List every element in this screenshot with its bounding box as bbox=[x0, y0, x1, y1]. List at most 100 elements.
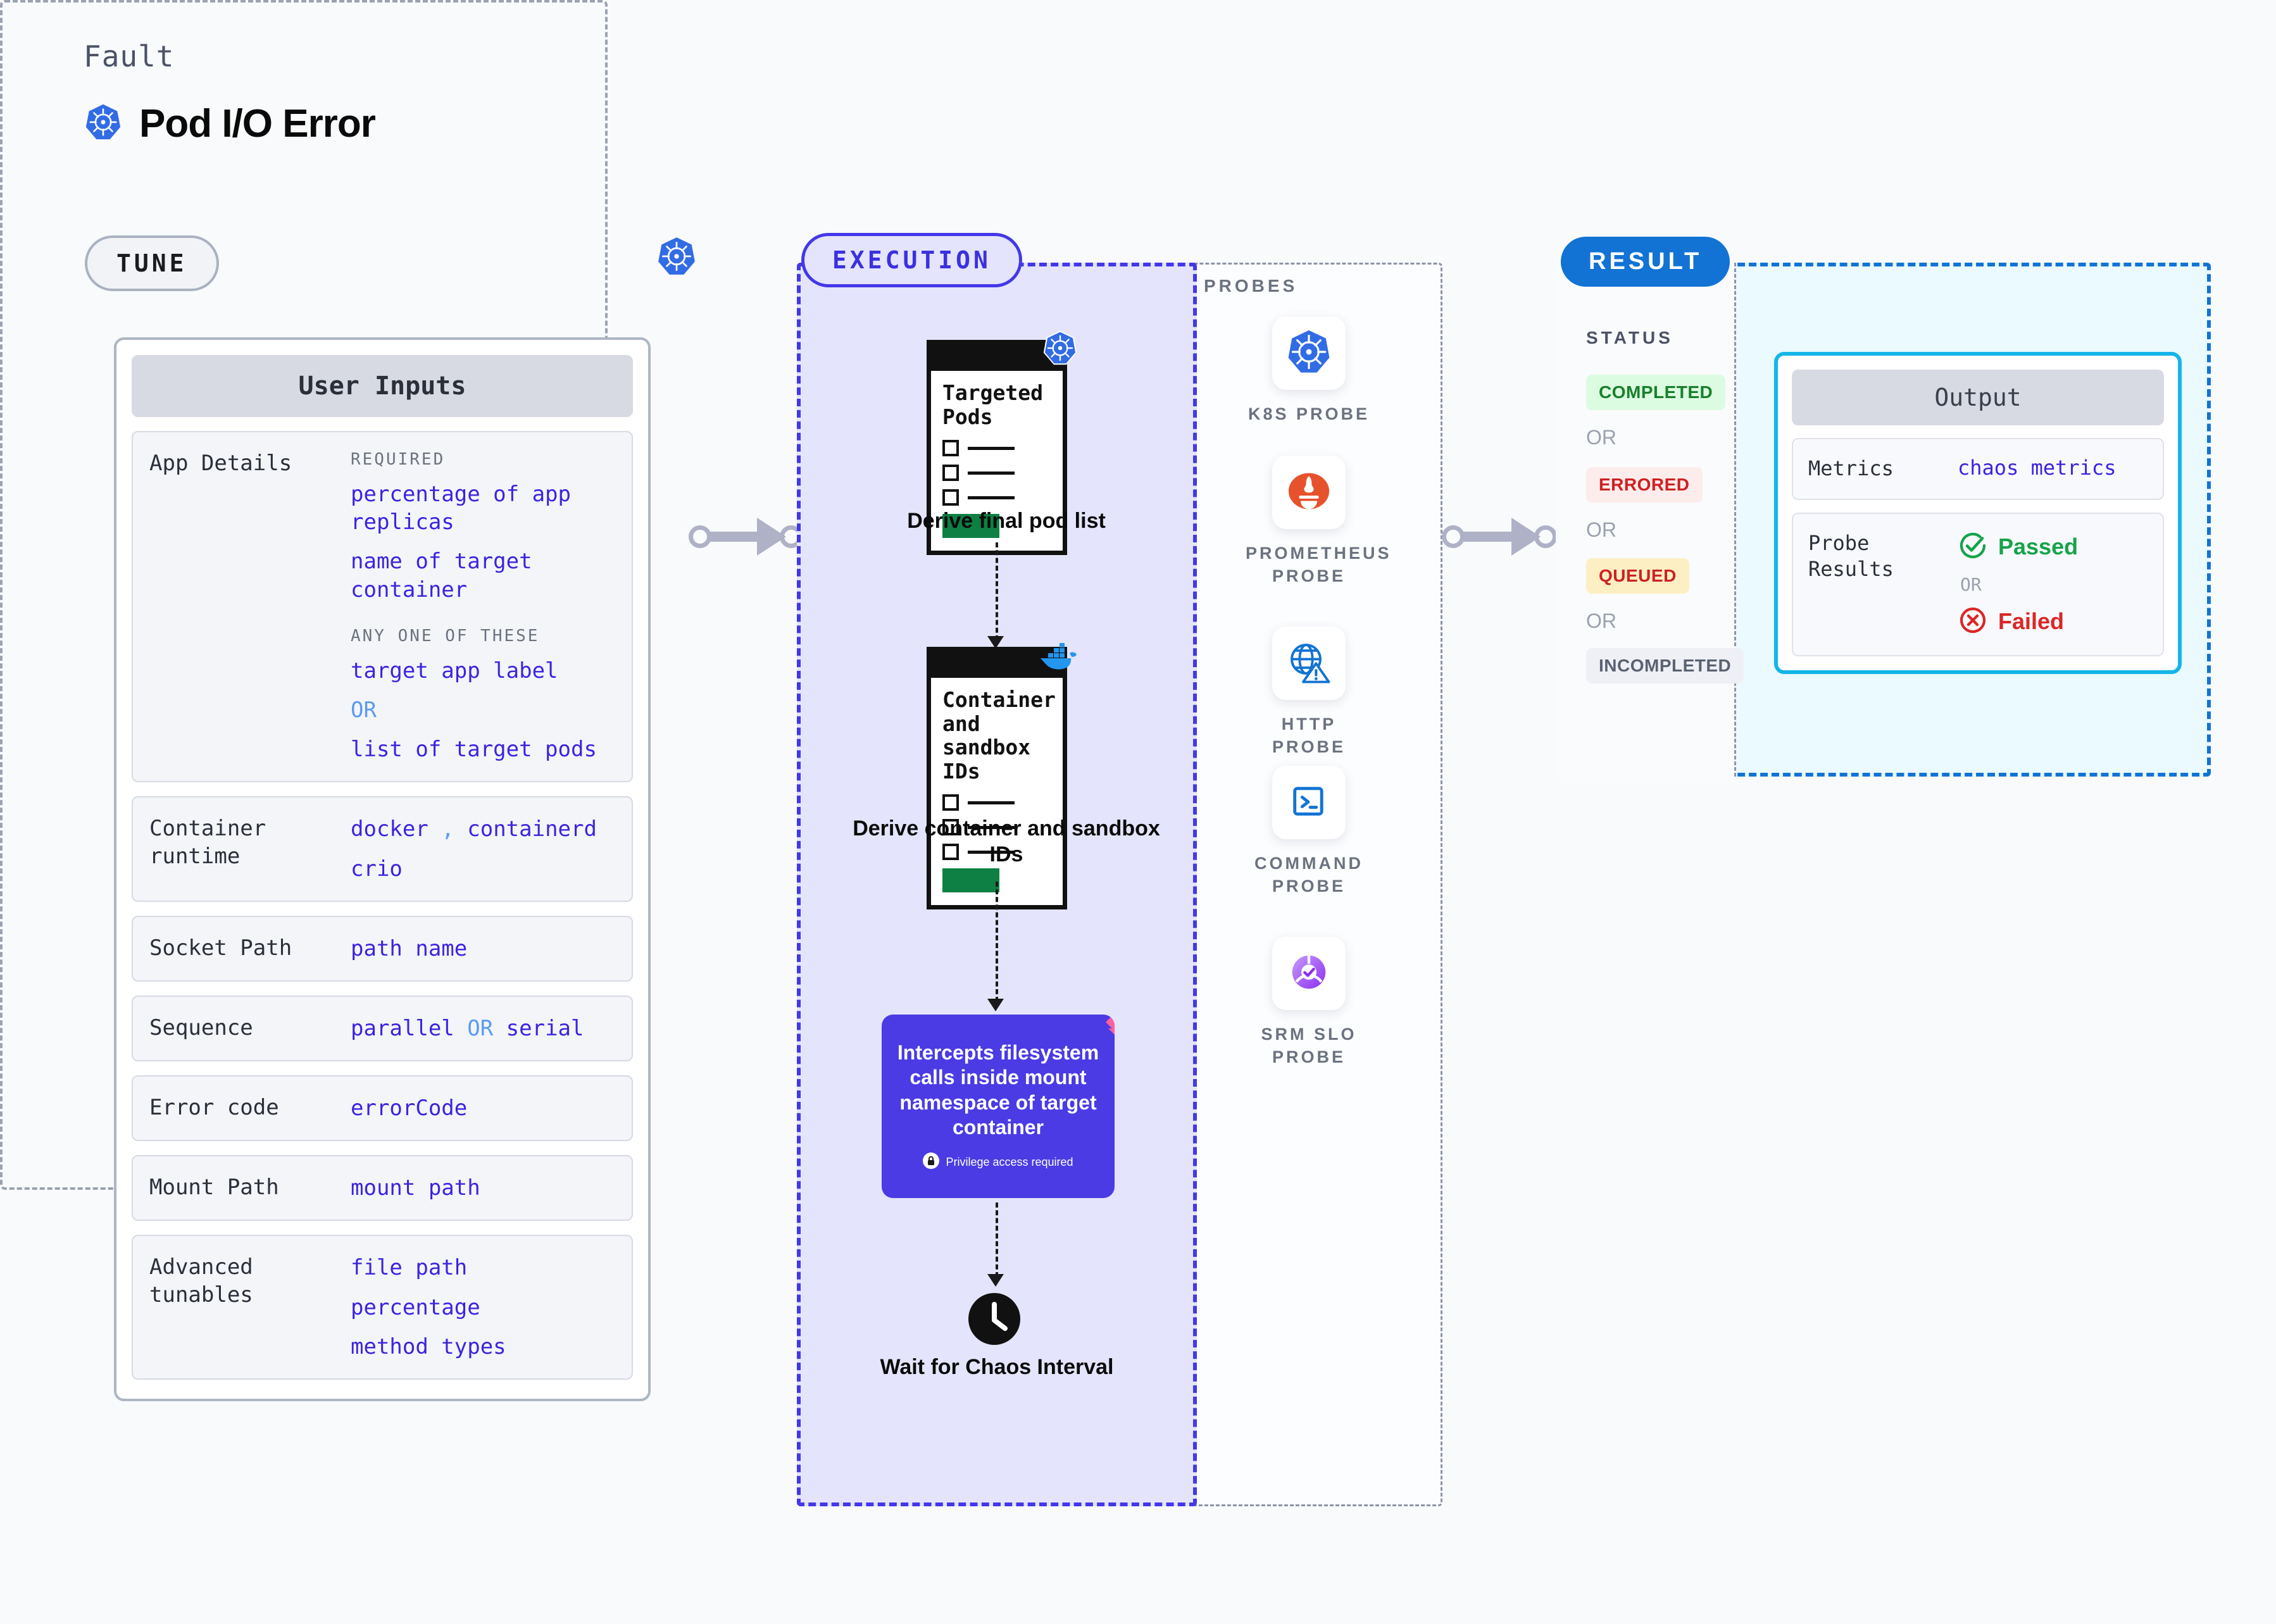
status-badge-errored: ERRORED bbox=[1586, 467, 1703, 503]
tunable-label: Error code bbox=[149, 1095, 279, 1121]
tunable-values: file path percentage method types bbox=[351, 1254, 615, 1361]
connector-execution-to-result bbox=[1442, 518, 1557, 556]
probe-label: HTTP PROBE bbox=[1272, 715, 1346, 757]
checkbox-icon bbox=[942, 465, 959, 482]
status-badge-completed: COMPLETED bbox=[1586, 375, 1726, 410]
probe-icon-card bbox=[1272, 456, 1346, 529]
flow-connector bbox=[996, 542, 998, 640]
tunable-value: method types bbox=[351, 1334, 506, 1359]
tunable-value: parallel OR serial bbox=[351, 1015, 584, 1041]
tunable-values: mount path bbox=[351, 1174, 615, 1202]
probe-result-values: Passed OR Failed bbox=[1958, 530, 2078, 639]
card-title: Container and sandbox IDs bbox=[942, 687, 1056, 784]
srm-slo-icon bbox=[1287, 950, 1331, 997]
tunable-value: crio bbox=[351, 856, 403, 882]
flow-arrowhead bbox=[987, 999, 1004, 1011]
checkbox-icon bbox=[942, 819, 959, 836]
checkbox-icon bbox=[942, 844, 959, 861]
flow-arrowhead bbox=[987, 1274, 1004, 1287]
tunable-label: Mount Path bbox=[149, 1175, 279, 1201]
probes-section-title: PROBES bbox=[1204, 276, 1298, 296]
group-caption-required: REQUIRED bbox=[351, 450, 446, 469]
checklist-item bbox=[942, 794, 1051, 811]
checkbox-icon bbox=[942, 489, 959, 506]
kubernetes-icon bbox=[1284, 327, 1334, 380]
progress-bar bbox=[942, 868, 999, 893]
tunable-row-advanced-tunables[interactable]: Advanced tunables file path percentage m… bbox=[132, 1235, 633, 1380]
probe-item-http[interactable]: HTTP PROBE bbox=[1246, 627, 1372, 759]
connector-tune-to-execution bbox=[689, 518, 803, 556]
result-badge: RESULT bbox=[1561, 237, 1730, 287]
flow-connector bbox=[996, 882, 998, 1002]
privilege-note: Privilege access required bbox=[923, 1152, 1073, 1172]
tunable-values: path name bbox=[351, 935, 615, 963]
probe-label: SRM SLO PROBE bbox=[1261, 1025, 1357, 1067]
status-badge-queued: QUEUED bbox=[1586, 558, 1689, 594]
tunable-label: Container runtime bbox=[149, 816, 266, 869]
tunable-values: errorCode bbox=[351, 1094, 615, 1122]
terminal-icon bbox=[1287, 780, 1330, 826]
tunable-row-sequence[interactable]: Sequence parallel OR serial bbox=[132, 995, 633, 1062]
flow-arrowhead bbox=[987, 636, 1004, 649]
kubernetes-icon bbox=[656, 235, 697, 280]
tunable-row-error-code[interactable]: Error code errorCode bbox=[132, 1075, 633, 1142]
prometheus-icon bbox=[1285, 467, 1333, 518]
lock-icon bbox=[923, 1152, 940, 1172]
container-sandbox-ids-card: Container and sandbox IDs bbox=[927, 647, 1067, 910]
tunable-value: errorCode bbox=[351, 1096, 468, 1121]
output-card: Output Metrics chaos metrics Probe Resul… bbox=[1774, 352, 2182, 674]
checklist-item bbox=[942, 844, 1051, 861]
tunable-or: OR bbox=[351, 697, 377, 723]
progress-bar bbox=[942, 514, 999, 539]
checkbox-icon bbox=[942, 440, 959, 457]
probe-label: K8S PROBE bbox=[1247, 404, 1370, 423]
step-caption-derive-container-ids: Derive container and sandbox IDs bbox=[853, 816, 1160, 867]
result-status-pane bbox=[1556, 263, 1736, 777]
intercept-info-box: Intercepts filesystem calls inside mount… bbox=[882, 1015, 1115, 1198]
tunable-values: parallel OR serial bbox=[351, 1015, 615, 1042]
user-inputs-title: User Inputs bbox=[132, 355, 633, 417]
probe-icon-card bbox=[1272, 766, 1346, 839]
tunable-row-socket-path[interactable]: Socket Path path name bbox=[132, 915, 633, 982]
clock-icon bbox=[968, 1293, 1020, 1348]
status-or: OR bbox=[1586, 426, 1616, 449]
probe-passed-label: Passed bbox=[1998, 534, 2079, 560]
tunable-value: percentage bbox=[351, 1294, 480, 1320]
x-circle-icon bbox=[1958, 605, 1988, 639]
probe-item-k8s[interactable]: K8S PROBE bbox=[1246, 316, 1372, 425]
tune-badge: TUNE bbox=[85, 235, 219, 291]
probe-item-srm-slo[interactable]: SRM SLO PROBE bbox=[1246, 937, 1372, 1069]
tunable-value: list of target pods bbox=[351, 737, 597, 763]
tunable-label: Socket Path bbox=[149, 935, 292, 961]
tunable-value: file path bbox=[351, 1255, 468, 1281]
privilege-text: Privilege access required bbox=[946, 1155, 1073, 1168]
output-row-probe-results: Probe Results Passed OR bbox=[1792, 512, 2164, 656]
execution-badge: EXECUTION bbox=[801, 233, 1022, 287]
tunable-value: name of target container bbox=[351, 549, 532, 603]
litmus-ribbon-icon bbox=[1102, 1015, 1115, 1035]
fault-title-row: Pod I/O Error bbox=[84, 101, 376, 146]
output-title: Output bbox=[1792, 370, 2164, 425]
card-title: Targeted Pods bbox=[942, 380, 1043, 429]
probe-item-command[interactable]: COMMAND PROBE bbox=[1246, 766, 1372, 898]
checklist-item bbox=[942, 819, 1051, 836]
checklist-item bbox=[942, 440, 1051, 457]
tunable-row-app-details[interactable]: App Details REQUIRED percentage of app r… bbox=[132, 431, 633, 783]
kubernetes-icon bbox=[1042, 330, 1079, 370]
status-or: OR bbox=[1586, 518, 1616, 541]
card-topbar bbox=[931, 651, 1063, 678]
probe-icon-card bbox=[1272, 937, 1346, 1010]
tunable-row-mount-path[interactable]: Mount Path mount path bbox=[132, 1155, 633, 1221]
tunable-value: path name bbox=[351, 935, 468, 961]
intercept-text: Intercepts filesystem calls inside mount… bbox=[897, 1041, 1099, 1139]
tunable-value: docker , containerd bbox=[351, 816, 597, 842]
status-badge-incompleted: INCOMPLETED bbox=[1586, 648, 1744, 684]
page-title: Pod I/O Error bbox=[139, 102, 376, 146]
tunable-label: App Details bbox=[149, 451, 292, 476]
page-header: Fault Pod I/O Error bbox=[84, 39, 376, 146]
tunable-row-container-runtime[interactable]: Container runtime docker , containerd cr… bbox=[132, 796, 633, 902]
tunable-value: percentage of app replicas bbox=[351, 482, 571, 535]
flow-connector bbox=[996, 1202, 998, 1277]
probe-result-passed: Passed bbox=[1958, 530, 2078, 564]
probe-item-prometheus[interactable]: PROMETHEUS PROBE bbox=[1246, 456, 1389, 588]
